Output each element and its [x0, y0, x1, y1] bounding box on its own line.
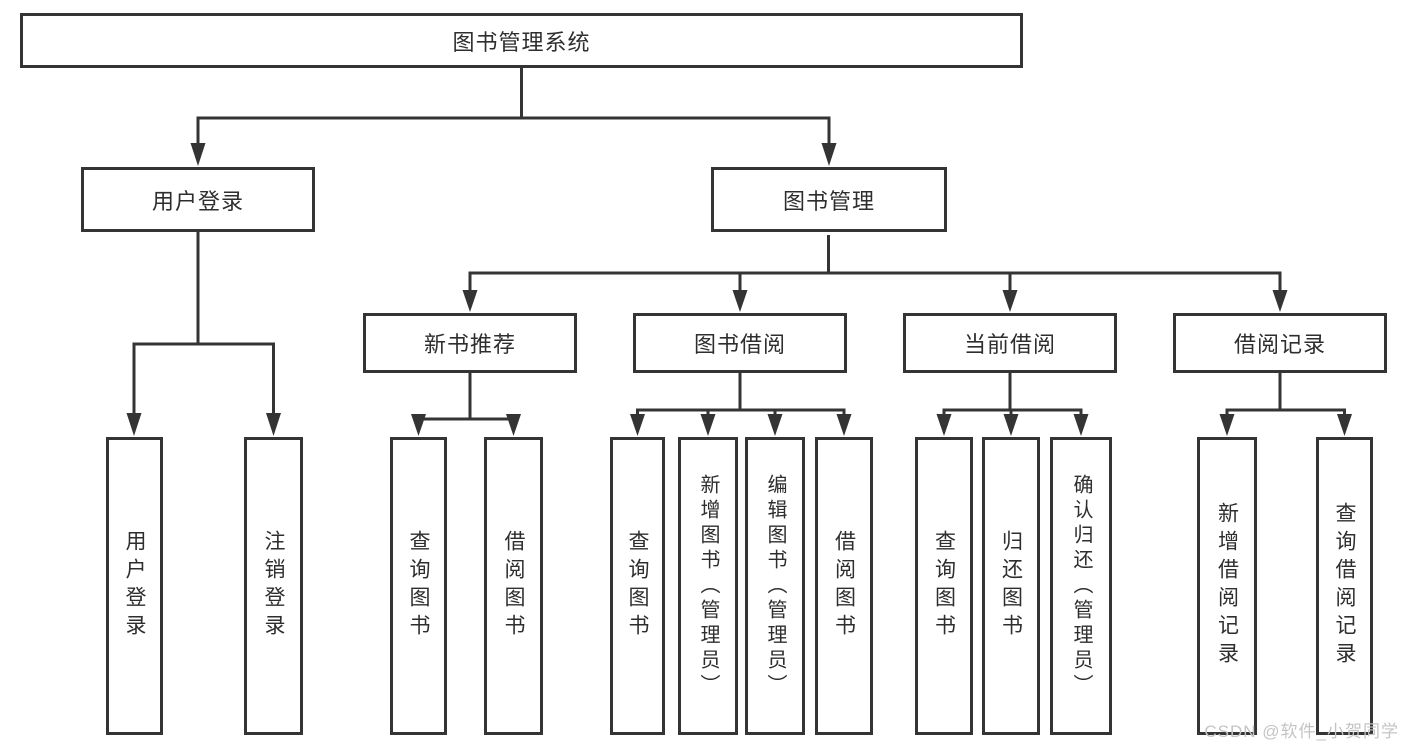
- node-user-login-label: 用户登录: [151, 188, 244, 214]
- leaf-query-borrow-record-label: 查询借阅记录: [1333, 502, 1356, 670]
- leaf-confirm-return-admin: 确认归还（管理员）: [1050, 437, 1112, 735]
- node-current-borrow-label: 当前借阅: [963, 332, 1056, 357]
- node-new-book-recommend: 新书推荐: [363, 313, 577, 373]
- leaf-confirm-return-admin-label: 确认归还（管理员）: [1070, 473, 1092, 699]
- node-current-borrow: 当前借阅: [903, 313, 1117, 373]
- arrowhead-icons: [126, 143, 1352, 436]
- leaf-return-books-label: 归还图书: [999, 530, 1023, 642]
- leaf-logout: 注销登录: [244, 437, 303, 735]
- node-borrow-records: 借阅记录: [1173, 313, 1387, 373]
- node-book-borrow-label: 图书借阅: [693, 332, 786, 357]
- leaf-return-books: 归还图书: [982, 437, 1040, 735]
- node-user-login: 用户登录: [81, 167, 315, 232]
- csdn-watermark: CSDN @软件_小贺同学: [1204, 722, 1399, 741]
- leaf-borrow-books-1-label: 借阅图书: [502, 530, 525, 642]
- leaf-edit-books-admin: 编辑图书（管理员）: [745, 437, 805, 735]
- leaf-query-borrow-record: 查询借阅记录: [1316, 437, 1373, 735]
- leaf-borrow-books-2-label: 借阅图书: [832, 530, 856, 642]
- node-book-borrow: 图书借阅: [633, 313, 847, 373]
- node-new-book-recommend-label: 新书推荐: [423, 332, 516, 357]
- leaf-edit-books-admin-label: 编辑图书（管理员）: [764, 473, 786, 699]
- leaf-add-books-admin-label: 新增图书（管理员）: [697, 473, 719, 699]
- leaf-query-books-3: 查询图书: [915, 437, 973, 735]
- node-book-management: 图书管理: [711, 167, 947, 232]
- leaf-user-login: 用户登录: [106, 437, 163, 735]
- leaf-borrow-books-1: 借阅图书: [484, 437, 543, 735]
- node-borrow-records-label: 借阅记录: [1233, 332, 1326, 357]
- leaf-query-books-2: 查询图书: [610, 437, 665, 735]
- leaf-query-books-1: 查询图书: [390, 437, 447, 735]
- leaf-logout-label: 注销登录: [262, 530, 285, 642]
- node-book-management-label: 图书管理: [782, 188, 875, 214]
- leaf-query-books-2-label: 查询图书: [626, 530, 649, 642]
- leaf-query-books-1-label: 查询图书: [407, 530, 430, 642]
- leaf-query-books-3-label: 查询图书: [932, 530, 956, 642]
- node-root-label: 图书管理系统: [452, 29, 591, 55]
- leaf-user-login-label: 用户登录: [123, 530, 146, 642]
- leaf-add-books-admin: 新增图书（管理员）: [678, 437, 738, 735]
- node-root-system: 图书管理系统: [20, 13, 1023, 68]
- leaf-add-borrow-record-label: 新增借阅记录: [1215, 502, 1239, 670]
- leaf-borrow-books-2: 借阅图书: [815, 437, 873, 735]
- leaf-add-borrow-record: 新增借阅记录: [1197, 437, 1257, 735]
